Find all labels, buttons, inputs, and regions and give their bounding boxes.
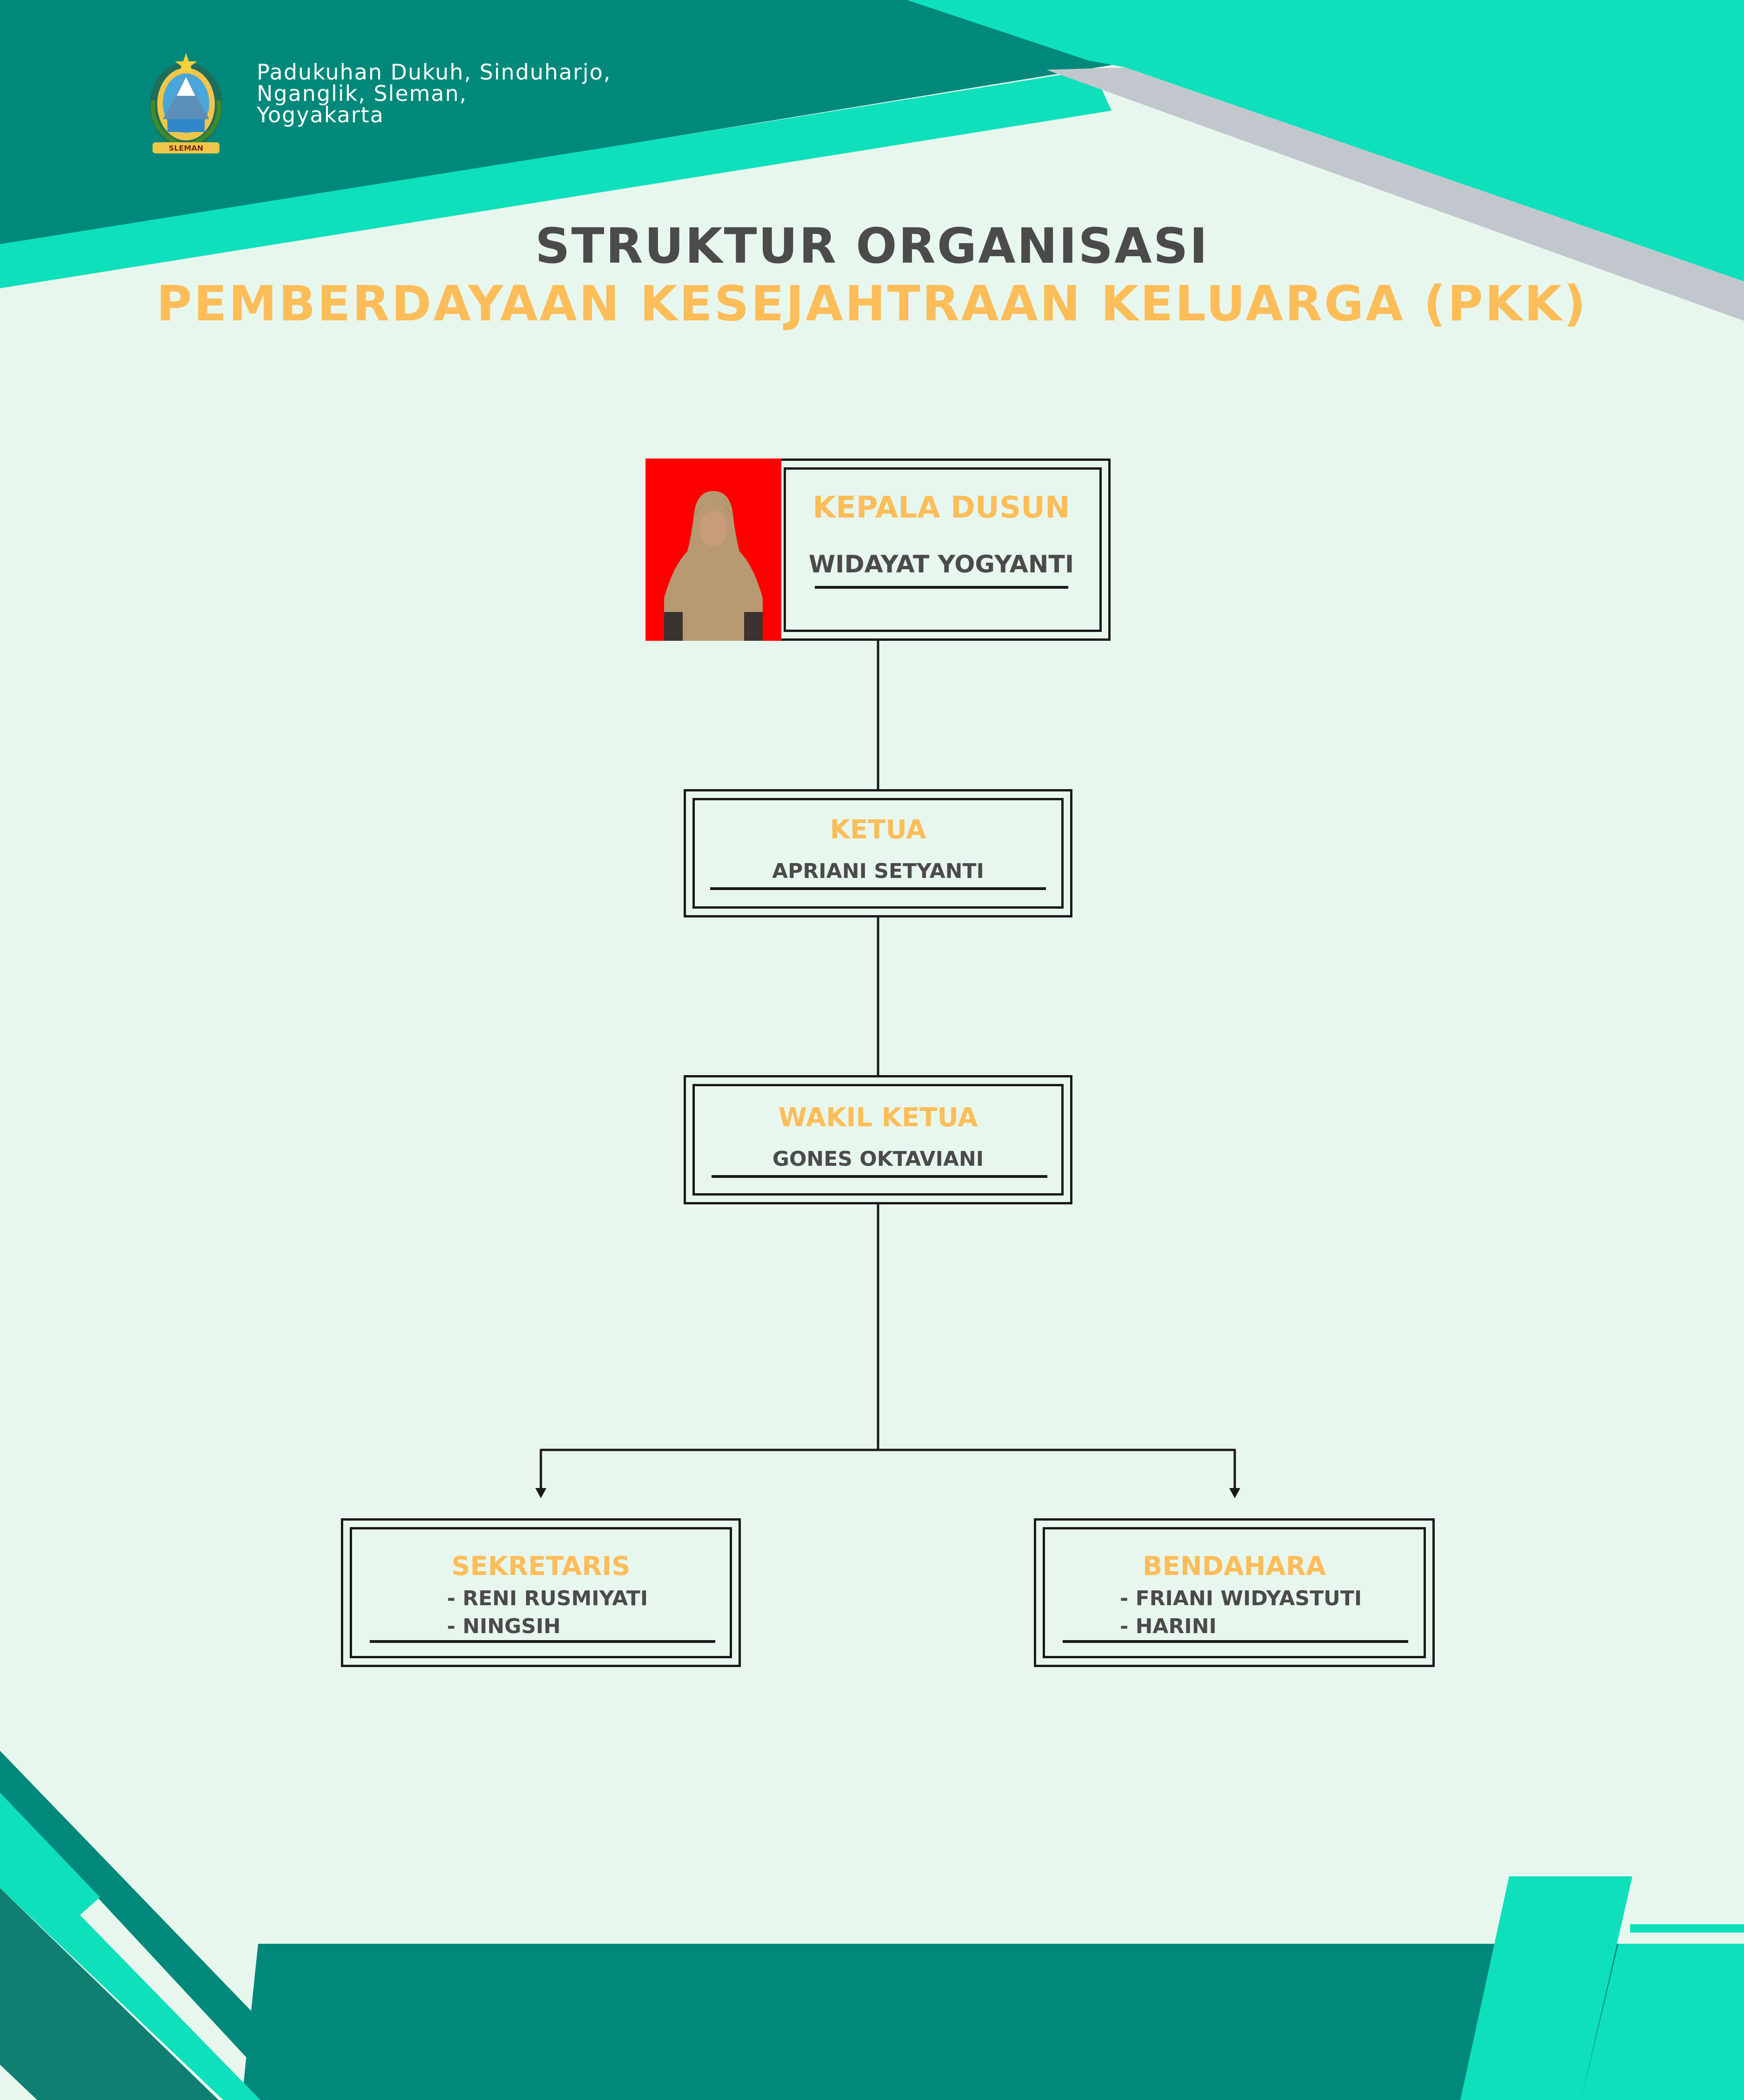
footer-left-stripe-dark-1 (0, 1751, 337, 2100)
footer-left-stripe-dark-2 (0, 1888, 219, 2100)
page-title: STRUKTUR ORGANISASI (535, 218, 1209, 274)
page-subtitle: PEMBERDAYAAN KESEJAHTRAAN KELUARGA (PKK) (156, 275, 1588, 332)
footer-right-bright-corner (1581, 1944, 1744, 2100)
ketua-name: APRIANI SETYANTI (772, 859, 984, 883)
header-bright-stripe (0, 70, 1112, 288)
footer-right-parallelogram (1460, 1876, 1632, 2100)
ketua-box-inner (692, 798, 1064, 909)
location-line-1: Padukuhan Dukuh, Sinduharjo, (257, 60, 612, 85)
bendahara-member-1: - FRIANI WIDYASTUTI (1120, 1587, 1362, 1610)
footer-left-stripe-pale (0, 2065, 37, 2100)
location-line-2: Nganglik, Sleman, (257, 81, 467, 106)
ketua-box: KETUA APRIANI SETYANTI (684, 789, 1072, 917)
header-location: Padukuhan Dukuh, Sinduharjo, Nganglik, S… (257, 61, 675, 126)
ketua-underline (710, 887, 1046, 890)
wakil-ketua-underline (712, 1175, 1047, 1178)
sekretaris-box-inner (350, 1527, 732, 1658)
org-connectors (539, 641, 1236, 1493)
wakil-ketua-box-inner (692, 1084, 1064, 1196)
footer-left-stripe-bright (0, 1793, 100, 1916)
bendahara-box: BENDAHARA - FRIANI WIDYASTUTI - HARINI (1034, 1518, 1435, 1667)
bendahara-member-2: - HARINI (1120, 1615, 1217, 1638)
footer-right-thin-stripe (1630, 1924, 1744, 1933)
bendahara-box-inner (1043, 1527, 1426, 1658)
kepala-dusun-photo (646, 459, 781, 641)
svg-text:SLEMAN: SLEMAN (169, 144, 203, 153)
footer-left-stripe-bright-2 (0, 1855, 260, 2100)
sekretaris-box: SEKRETARIS - RENI RUSMIYATI - NINGSIH (341, 1518, 741, 1667)
bendahara-underline (1063, 1640, 1408, 1643)
header-dark-teal-band (0, 0, 1112, 246)
sekretaris-underline (370, 1640, 715, 1643)
wakil-ketua-role: WAKIL KETUA (778, 1103, 978, 1133)
ketua-role: KETUA (830, 815, 926, 845)
sekretaris-member-2: - NINGSIH (447, 1615, 561, 1638)
footer-dark-teal-band (242, 1944, 1744, 2100)
wakil-ketua-name: GONES OKTAVIANI (772, 1147, 984, 1171)
kepala-dusun-underline (815, 586, 1068, 589)
bendahara-role: BENDAHARA (1142, 1551, 1326, 1582)
sekretaris-role: SEKRETARIS (451, 1551, 631, 1582)
connector-arrowheads (535, 1488, 1240, 1498)
sekretaris-member-1: - RENI RUSMIYATI (447, 1587, 648, 1610)
kepala-dusun-name: WIDAYAT YOGYANTI (808, 551, 1074, 578)
location-line-3: Yogyakarta (257, 102, 384, 127)
sleman-regency-emblem-icon: SLEMAN (150, 53, 222, 153)
kepala-dusun-role: KEPALA DUSUN (812, 491, 1070, 525)
kepala-dusun-box-inner (784, 467, 1102, 632)
header-bright-teal-corner (907, 0, 1744, 281)
header-gray-stripe (1046, 67, 1744, 321)
wakil-ketua-box: WAKIL KETUA GONES OKTAVIANI (684, 1075, 1072, 1204)
